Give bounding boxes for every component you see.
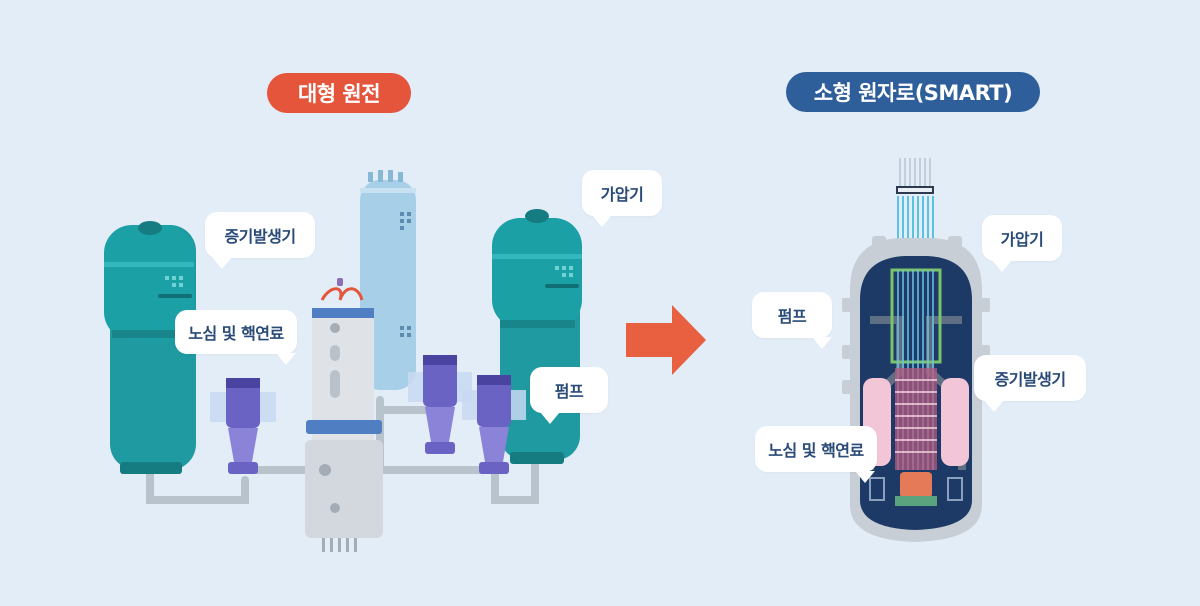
large-reactor-vessel	[305, 278, 383, 552]
bubble-tail	[812, 337, 832, 349]
bubble-tail	[212, 257, 232, 269]
bubble-tail	[992, 260, 1012, 272]
label-large-pump: 펌프	[530, 367, 608, 413]
label-large-pressurizer: 가압기	[582, 170, 662, 216]
label-large-core-fuel: 노심 및 핵연료	[175, 310, 297, 354]
large-pump-1	[210, 378, 276, 474]
large-pump-3	[462, 375, 526, 474]
smart-reactor-illustration	[842, 158, 990, 542]
right-arrow-icon	[626, 305, 706, 375]
large-steam-generator-left	[104, 221, 196, 474]
label-smart-pump: 펌프	[752, 292, 832, 338]
bubble-tail	[540, 412, 560, 424]
label-smart-pressurizer: 가압기	[982, 215, 1062, 261]
large-plant-illustration	[104, 170, 582, 552]
label-large-steam-generator: 증기발생기	[205, 212, 315, 258]
bubble-tail	[276, 353, 296, 365]
label-smart-steam-generator: 증기발생기	[974, 355, 1086, 401]
large-plant-heading: 대형 원전	[267, 73, 411, 113]
bubble-tail	[984, 400, 1004, 412]
large-pump-2	[408, 355, 472, 454]
label-smart-core-fuel: 노심 및 핵연료	[755, 426, 877, 472]
bubble-tail	[592, 215, 612, 227]
small-reactor-heading: 소형 원자로(SMART)	[786, 72, 1040, 112]
bubble-tail	[855, 471, 875, 483]
